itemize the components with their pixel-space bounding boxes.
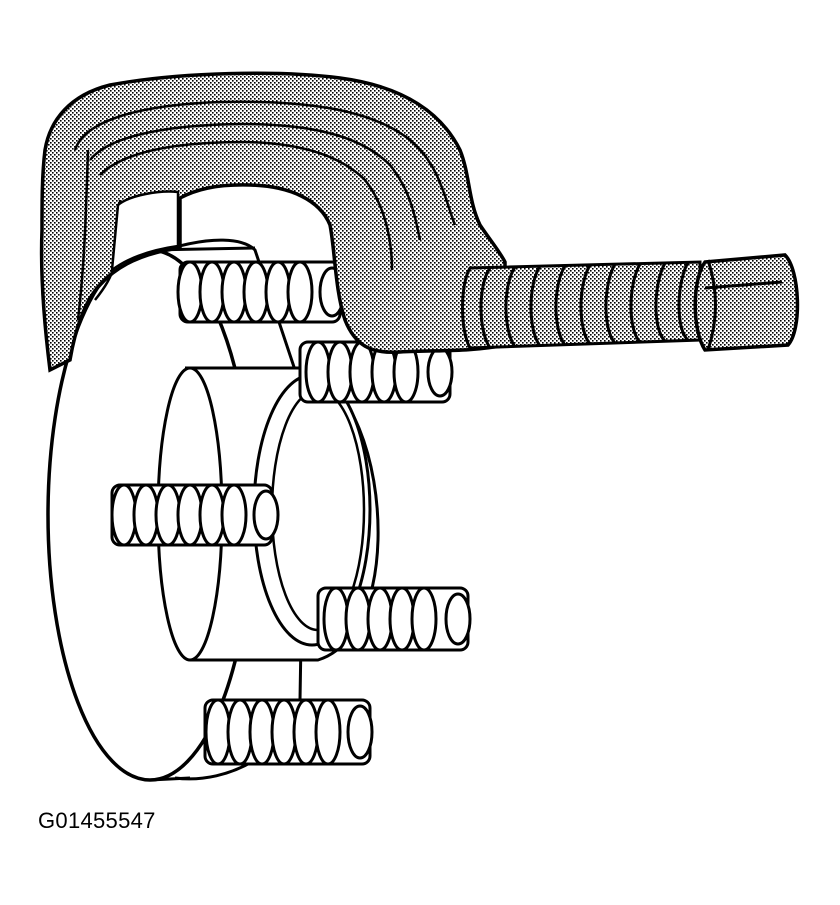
wheel-stud-top xyxy=(176,260,346,324)
puller-tool-icon xyxy=(39,71,800,373)
wheel-stud-bottom xyxy=(203,698,374,766)
puller-hex-head xyxy=(693,253,800,352)
wheel-stud-left xyxy=(110,483,280,547)
figure-id-label: G01455547 xyxy=(38,808,156,833)
wheel-stud-right xyxy=(316,586,472,652)
puller-jaw-opening xyxy=(110,190,180,273)
puller-c-frame xyxy=(39,71,507,373)
puller-forcing-screw xyxy=(461,260,702,350)
wheel-stud-rear xyxy=(298,340,454,404)
